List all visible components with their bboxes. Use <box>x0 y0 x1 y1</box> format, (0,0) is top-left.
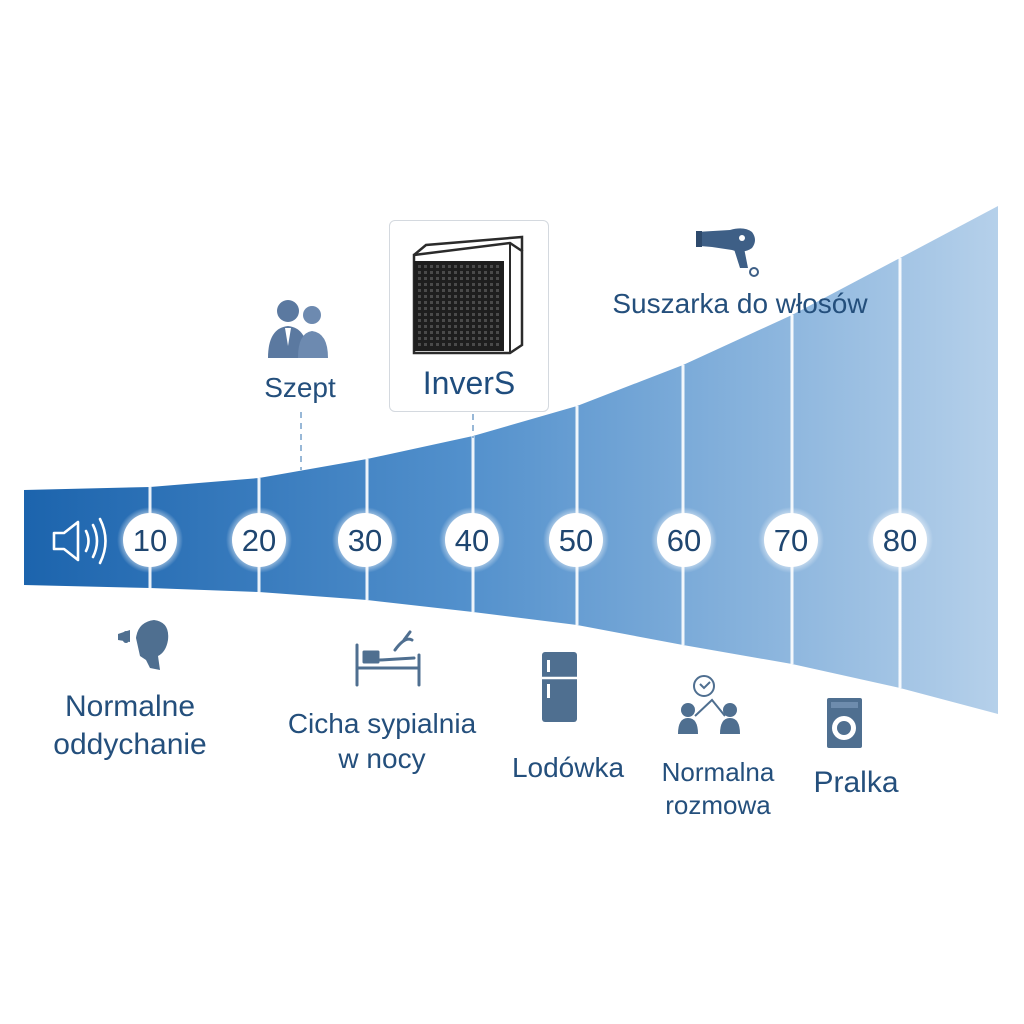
tick-50-label: 50 <box>559 523 593 558</box>
suszarka-label: Suszarka do włosów <box>612 288 868 319</box>
tick-20-label: 20 <box>242 523 276 558</box>
tick-80: 80 <box>867 507 933 573</box>
tick-40-label: 40 <box>455 523 489 558</box>
product-card: InverS <box>389 220 549 412</box>
people-icon <box>268 300 328 358</box>
noise-band <box>24 206 998 714</box>
conversation-icon <box>678 675 740 734</box>
tick-70-label: 70 <box>774 523 808 558</box>
tick-10-label: 10 <box>133 523 167 558</box>
tick-70: 70 <box>758 507 824 573</box>
label-line: Normalne <box>64 690 196 723</box>
bed-icon <box>355 630 421 687</box>
tick-40: 40 <box>439 507 505 573</box>
tick-30: 30 <box>332 507 398 573</box>
label-line: Normalna <box>661 757 775 787</box>
pralka-label: Pralka <box>786 764 926 802</box>
label-line: Pralka <box>813 766 899 799</box>
product-name: InverS <box>422 365 516 401</box>
tick-10: 10 <box>117 507 183 573</box>
heat-pump-unit-icon <box>412 235 524 355</box>
decibel-ticks: 10 20 30 40 50 60 70 <box>117 507 933 573</box>
label-line: w nocy <box>338 743 426 774</box>
label-line: Lodówka <box>511 752 625 783</box>
normalna-rozmowa-label: Normalna rozmowa <box>630 756 806 821</box>
cicha-sypialnia-label: Cicha sypialnia w nocy <box>262 706 502 776</box>
hair-dryer-icon <box>696 228 759 277</box>
tick-60-label: 60 <box>667 523 701 558</box>
tick-60: 60 <box>651 507 717 573</box>
szept-label: Szept <box>264 372 336 403</box>
lodowka-label: Lodówka <box>488 750 648 785</box>
label-line: oddychanie <box>53 727 207 761</box>
refrigerator-icon <box>542 652 577 722</box>
normalne-oddychanie-label: Normalne oddychanie <box>20 688 240 763</box>
tick-30-label: 30 <box>348 523 382 558</box>
tick-80-label: 80 <box>883 523 917 558</box>
tick-50: 50 <box>543 507 609 573</box>
head-breathing-icon <box>118 620 169 670</box>
washing-machine-icon <box>827 698 862 748</box>
tick-20: 20 <box>226 507 292 573</box>
label-line: Cicha sypialnia <box>287 708 477 739</box>
speaker-volume-icon <box>52 517 107 565</box>
label-line: rozmowa <box>665 789 771 820</box>
